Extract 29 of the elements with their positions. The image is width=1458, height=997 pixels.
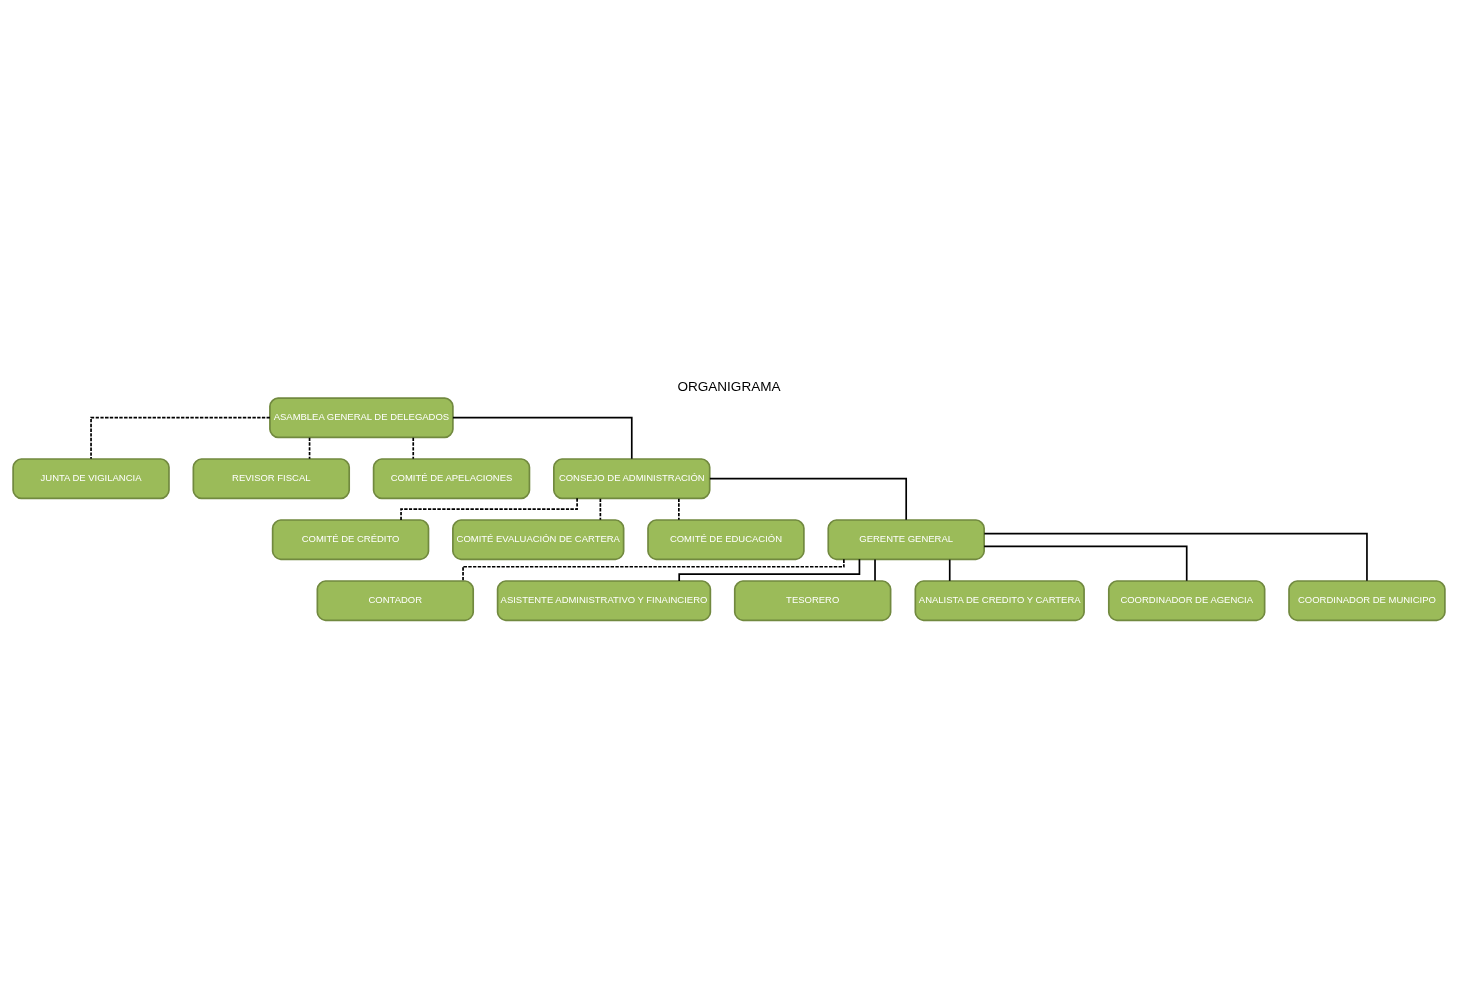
node-box: GERENTE GENERAL bbox=[827, 518, 985, 560]
connector bbox=[983, 532, 1368, 582]
connector bbox=[983, 545, 1188, 582]
node-box: COMITÉ EVALUACIÓN DE CARTERA bbox=[452, 518, 625, 560]
connector bbox=[599, 497, 602, 521]
node-box: CONSEJO DE ADMINISTRACIÓN bbox=[553, 457, 711, 499]
node-box: COORDINADOR DE MUNICIPO bbox=[1288, 579, 1446, 621]
node-box: ASISTENTE ADMINISTRATIVO Y FINAINCIERO bbox=[496, 579, 712, 621]
node-box: REVISOR FISCAL bbox=[192, 457, 351, 499]
connector bbox=[412, 436, 415, 460]
node-box: TESORERO bbox=[733, 579, 892, 621]
node-box: COMITÉ DE APELACIONES bbox=[372, 457, 531, 499]
node-box: JUNTA DE VIGILANCIA bbox=[12, 457, 170, 499]
connector bbox=[308, 436, 311, 460]
connector bbox=[678, 497, 680, 521]
node-box: ASAMBLEA GENERAL DE DELEGADOS bbox=[269, 396, 454, 438]
node-box: CONTADOR bbox=[316, 579, 475, 621]
connector bbox=[874, 558, 876, 582]
connector bbox=[678, 558, 861, 582]
connector bbox=[400, 497, 578, 521]
diagram-title: ORGANIGRAMA bbox=[677, 378, 781, 394]
connector bbox=[452, 416, 633, 460]
connector bbox=[709, 477, 908, 521]
node-box: COMITÉ DE EDUCACIÓN bbox=[647, 518, 805, 560]
node-box: COMITÉ DE CRÉDITO bbox=[271, 518, 430, 560]
connector bbox=[90, 416, 271, 460]
node-box: COORDINADOR DE AGENCIA bbox=[1107, 579, 1266, 621]
node-box: ANALISTA DE CREDITO Y CARTERA bbox=[914, 579, 1085, 621]
connector bbox=[948, 558, 951, 582]
